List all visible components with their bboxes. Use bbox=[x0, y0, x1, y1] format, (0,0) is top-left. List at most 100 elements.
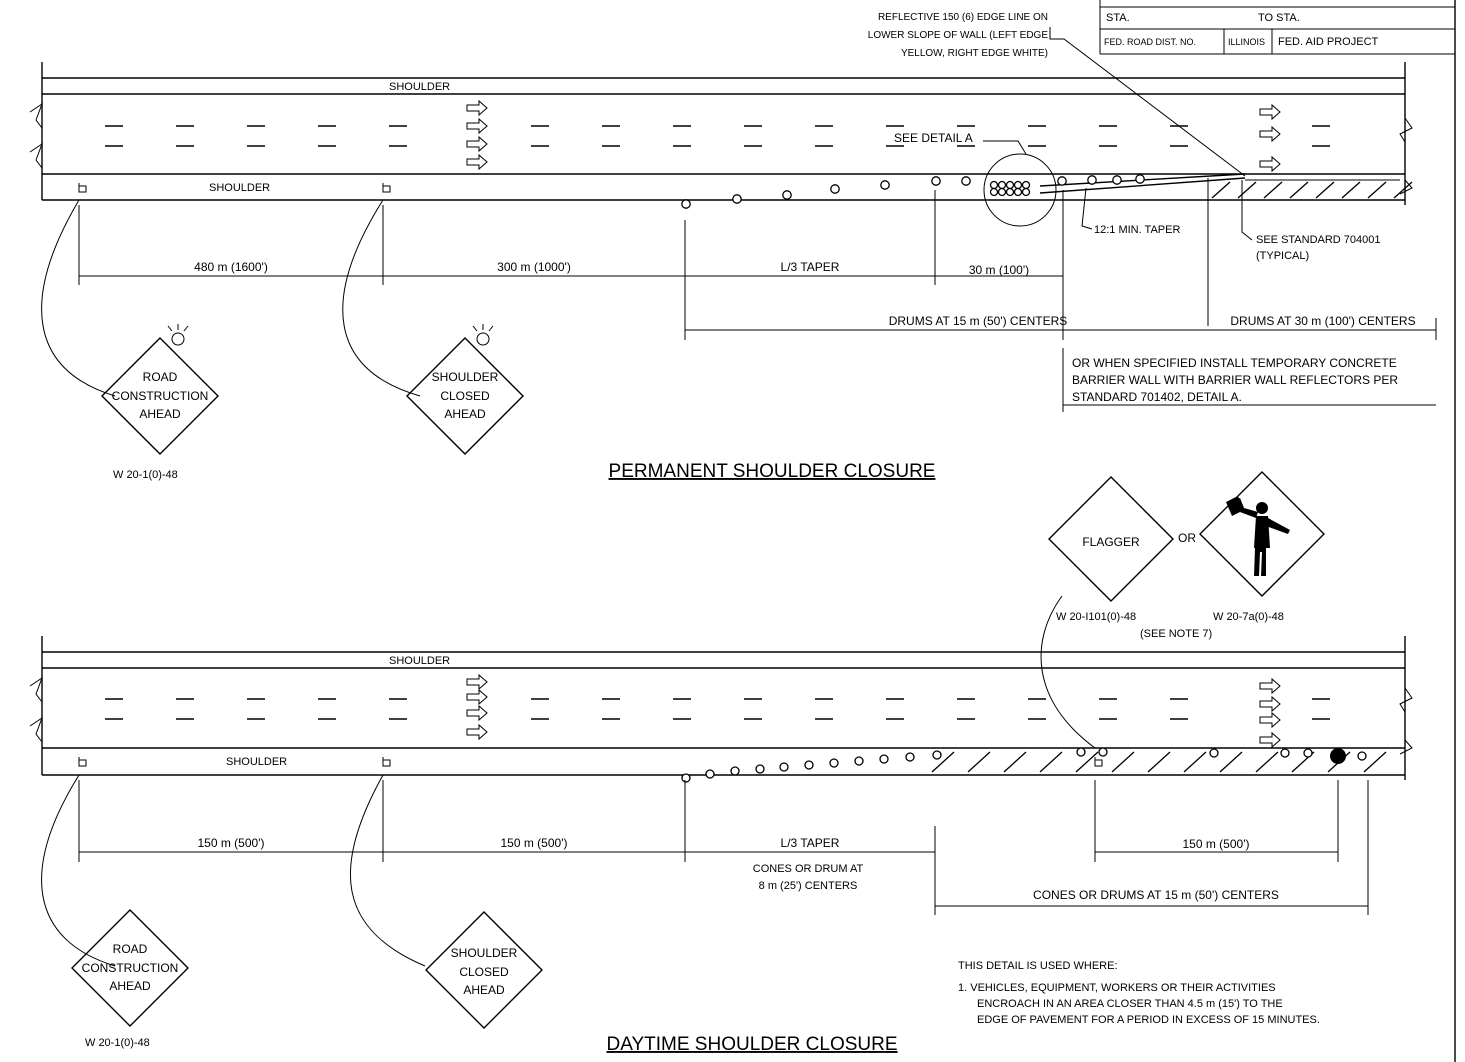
cone-icon bbox=[905, 752, 915, 762]
day-dim-150m-2: 150 m (500') bbox=[501, 836, 568, 850]
drum-icon bbox=[997, 187, 1007, 197]
perm-dim-300m: 300 m (1000') bbox=[497, 260, 571, 274]
see-note-7-label: (SEE NOTE 7) bbox=[1140, 628, 1212, 640]
drum-icon bbox=[997, 180, 1007, 190]
reflective-note-line-1: REFLECTIVE 150 (6) EDGE LINE ON bbox=[878, 12, 1048, 23]
cone-icon bbox=[755, 764, 765, 774]
cone-icon bbox=[681, 773, 691, 783]
cone-icon bbox=[1357, 751, 1367, 761]
reflective-note-line-3: YELLOW, RIGHT EDGE WHITE) bbox=[901, 48, 1048, 59]
cone-icon bbox=[1098, 747, 1108, 757]
detail-a-circle bbox=[983, 153, 1057, 227]
svg-text:SHOULDER: SHOULDER bbox=[432, 370, 499, 384]
drum-icon bbox=[732, 194, 742, 204]
day-dim-taper: L/3 TAPER bbox=[781, 836, 840, 850]
day-dim-150m-1: 150 m (500') bbox=[198, 836, 265, 850]
or-label: OR bbox=[1178, 531, 1196, 545]
drum-icon bbox=[1005, 180, 1015, 190]
traffic-arrow-icon bbox=[466, 153, 488, 171]
warning-light-icon bbox=[472, 324, 494, 346]
hatch-line bbox=[1341, 181, 1361, 199]
perm-shoulder-top-label: SHOULDER bbox=[389, 81, 450, 93]
perm-closed-shoulder-hatch bbox=[1211, 179, 1413, 199]
traffic-arrow-icon bbox=[1259, 695, 1281, 713]
drum-icon bbox=[782, 190, 792, 200]
svg-text:AHEAD: AHEAD bbox=[463, 983, 505, 997]
drum-icon bbox=[681, 199, 691, 209]
taper-note-label: 12:1 MIN. TAPER bbox=[1094, 224, 1180, 236]
hatch-line bbox=[1237, 181, 1257, 199]
warning-light-icon bbox=[167, 324, 189, 346]
cone-icon bbox=[932, 750, 942, 760]
svg-text:FLAGGER: FLAGGER bbox=[1082, 535, 1140, 549]
day-cone-channelizers bbox=[681, 747, 1367, 783]
hatch-line bbox=[1039, 751, 1063, 773]
drum-icon bbox=[880, 180, 890, 190]
traffic-arrow-icon bbox=[1259, 125, 1281, 143]
notes-title: THIS DETAIL IS USED WHERE: bbox=[958, 960, 1118, 972]
hatch-line bbox=[1111, 751, 1135, 773]
hatch-line bbox=[1367, 181, 1387, 199]
cone-icon bbox=[1280, 748, 1290, 758]
day-road-construction-sign: ROAD CONSTRUCTION AHEAD bbox=[71, 909, 189, 1027]
permanent-closure-plan: SHOULDER SHOULDER SEE DETAIL A REFLECTIV… bbox=[29, 12, 1437, 482]
day-shoulder-bottom-label: SHOULDER bbox=[226, 756, 287, 768]
hatch-line bbox=[1255, 751, 1279, 773]
drum-icon bbox=[931, 176, 941, 186]
flagger-sign: FLAGGER bbox=[1048, 476, 1174, 602]
cone-icon bbox=[779, 762, 789, 772]
sta-label: STA. bbox=[1106, 12, 1130, 24]
drum-icon bbox=[1013, 187, 1023, 197]
cone-icon bbox=[804, 760, 814, 770]
perm-road-construction-sign: ROAD CONSTRUCTION AHEAD bbox=[101, 337, 219, 455]
drum-icon bbox=[830, 184, 840, 194]
cone-icon bbox=[1076, 747, 1086, 757]
traffic-arrow-icon bbox=[1259, 155, 1281, 173]
hatch-line bbox=[1147, 751, 1171, 773]
drum-icon bbox=[1021, 187, 1031, 197]
barrier-note-line-2: BARRIER WALL WITH BARRIER WALL REFLECTOR… bbox=[1072, 373, 1398, 387]
drum-icon bbox=[961, 176, 971, 186]
perm-lane-arrows bbox=[466, 99, 1281, 173]
traffic-arrow-icon bbox=[1259, 677, 1281, 695]
hatch-line bbox=[1183, 751, 1207, 773]
flagger-symbol-sign bbox=[1199, 471, 1325, 597]
traffic-arrow-icon bbox=[466, 117, 488, 135]
barrier-note-line-3: STANDARD 701402, DETAIL A. bbox=[1072, 390, 1242, 404]
svg-text:ROAD: ROAD bbox=[143, 370, 178, 384]
standard-note-line-1: SEE STANDARD 704001 bbox=[1256, 234, 1381, 246]
perm-shoulder-closed-sign: SHOULDER CLOSED AHEAD bbox=[406, 337, 524, 455]
hatch-line bbox=[967, 751, 991, 773]
traffic-arrow-icon bbox=[466, 723, 488, 741]
daytime-closure-title: DAYTIME SHOULDER CLOSURE bbox=[606, 1034, 897, 1055]
fed-road-dist-label: FED. ROAD DIST. NO. bbox=[1104, 37, 1196, 47]
hatch-line bbox=[1219, 751, 1243, 773]
traffic-arrow-icon bbox=[466, 99, 488, 117]
drum-icon bbox=[1013, 180, 1023, 190]
svg-text:CONSTRUCTION: CONSTRUCTION bbox=[112, 389, 209, 403]
hatch-line bbox=[1211, 181, 1231, 199]
svg-text:AHEAD: AHEAD bbox=[109, 979, 151, 993]
cone-icon bbox=[1209, 748, 1219, 758]
flagger-symbol-code: W 20-7a(0)-48 bbox=[1213, 611, 1284, 623]
svg-text:ROAD: ROAD bbox=[113, 942, 148, 956]
see-detail-a-label: SEE DETAIL A bbox=[894, 131, 973, 145]
hatch-line bbox=[1393, 181, 1413, 199]
perm-dim-taper: L/3 TAPER bbox=[781, 260, 840, 274]
day-shoulder-closed-sign: SHOULDER CLOSED AHEAD bbox=[425, 911, 543, 1029]
drum-icon bbox=[1021, 180, 1031, 190]
traffic-arrow-icon bbox=[466, 688, 488, 706]
perm-drums-30m-label: DRUMS AT 30 m (100') CENTERS bbox=[1230, 314, 1415, 328]
perm-dim-480m: 480 m (1600') bbox=[194, 260, 268, 274]
day-cones-8m-line-1: CONES OR DRUM AT bbox=[753, 863, 864, 875]
hatch-line bbox=[1363, 751, 1387, 773]
barrier-note-line-1: OR WHEN SPECIFIED INSTALL TEMPORARY CONC… bbox=[1072, 356, 1397, 370]
fed-aid-project-label: FED. AID PROJECT bbox=[1278, 36, 1379, 48]
perm-sign-1-code: W 20-1(0)-48 bbox=[113, 469, 178, 481]
drum-icon bbox=[1057, 176, 1067, 186]
standard-note-line-2: (TYPICAL) bbox=[1256, 250, 1309, 262]
day-cones-8m-line-2: 8 m (25') CENTERS bbox=[759, 880, 858, 892]
drum-icon bbox=[1135, 174, 1145, 184]
perm-shoulder-bottom-label: SHOULDER bbox=[209, 182, 270, 194]
